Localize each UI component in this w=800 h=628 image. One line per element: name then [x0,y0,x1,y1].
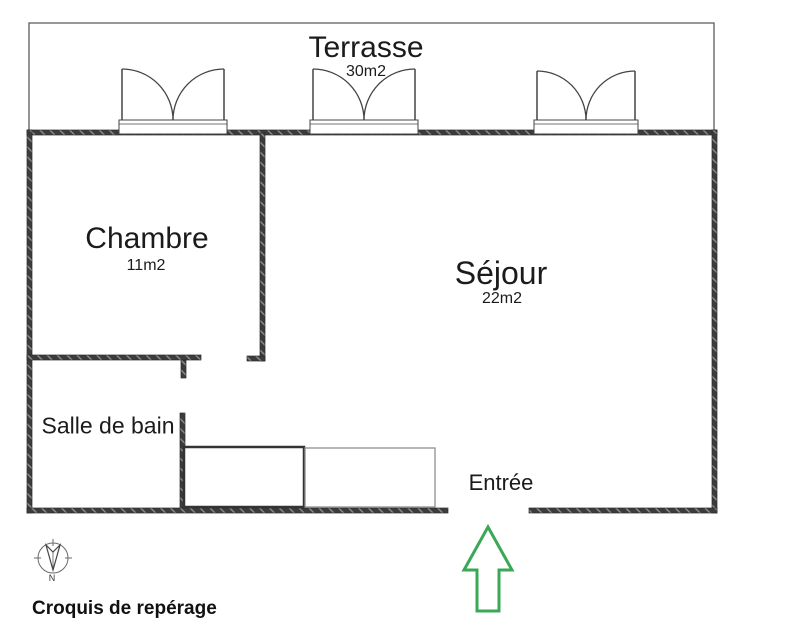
wall-divider-foot [246,355,266,362]
room-label-chambre: Chambre [85,222,209,255]
room-area-chambre: 11m2 [126,257,166,274]
wall-chambre-bottom [26,354,202,361]
compass-north-label: N [49,573,56,583]
room-label-entree: Entrée [468,470,534,495]
room-label-terrasse: Terrasse [308,31,424,64]
room-label-salle-de-bain: Salle de bain [41,412,175,439]
closet-box [182,445,306,509]
exterior-walls [26,129,718,514]
wall-bathroom-door-stub [180,359,187,379]
wall-chambre-sejour-divider [259,132,266,362]
plan-caption: Croquis de repérage [32,598,217,619]
french-door-left [118,68,228,135]
compass-rose-icon: N [34,539,72,583]
door-leaf-arc [536,70,587,121]
terrace-outline [28,22,715,130]
wall-bottom-right-segment [528,507,718,514]
door-leaf-arc [121,68,174,121]
door-leaf-arc [363,68,416,121]
door-sill [533,119,639,135]
wall-bottom-left-segment [26,507,449,514]
room-area-sejour: 22m2 [481,290,523,307]
entry-storage-outline [304,447,436,508]
french-door-middle [309,68,419,135]
wall-left [26,129,33,514]
door-leaf-arc [312,68,365,121]
door-sill [118,119,228,135]
entrance-arrow-icon [461,523,515,613]
door-sill [309,119,419,135]
room-label-sejour: Séjour [454,255,548,291]
room-area-terrasse: 30m2 [345,63,387,80]
wall-right [711,129,718,514]
french-door-right [533,70,639,135]
door-leaf-arc [172,68,225,121]
door-leaf-arc [585,70,636,121]
